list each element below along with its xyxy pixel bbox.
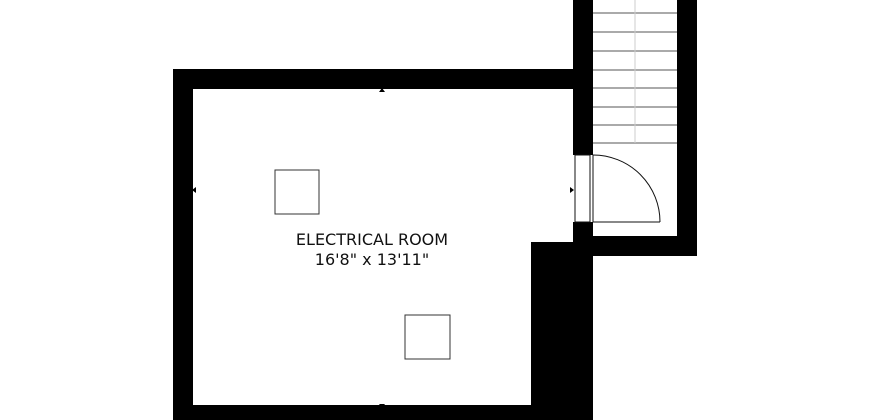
room-name: ELECTRICAL ROOM (296, 230, 448, 249)
dimension-markers (192, 88, 574, 408)
room-dimensions: 16'8" x 13'11" (315, 250, 429, 269)
left-wall (173, 69, 193, 420)
right-wall-lower-short (573, 222, 593, 244)
stairs (593, 0, 677, 144)
marker-top (379, 88, 385, 92)
stairwell-right-wall (677, 0, 697, 256)
top-wall (173, 69, 573, 89)
right-wall-upper (573, 69, 593, 155)
stairwell-walls (573, 0, 697, 256)
stairwell-bottom-wall (593, 236, 697, 256)
door (574, 154, 661, 223)
marker-right (570, 187, 574, 193)
fixture-square (404, 314, 451, 360)
room-walls (173, 69, 593, 420)
right-wall-block (531, 242, 593, 420)
bottom-wall (173, 405, 593, 420)
marker-bottom (379, 404, 385, 408)
fixture-square (274, 169, 320, 215)
marker-left (192, 187, 196, 193)
stairwell-left-wall (573, 0, 593, 70)
door-swing-arc (592, 154, 661, 223)
door-jamb (574, 154, 591, 223)
